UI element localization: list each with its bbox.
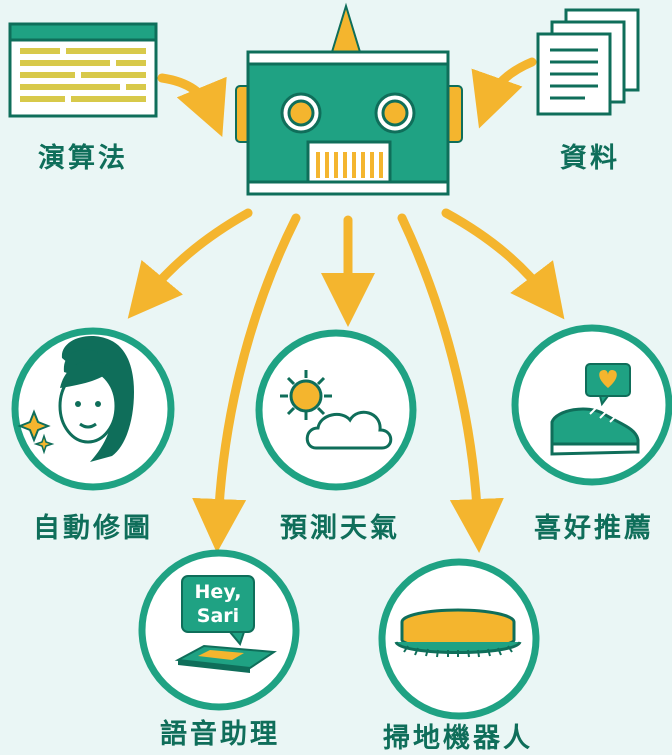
algorithm-label: 演算法 [38, 143, 128, 174]
voice-bubble-line2: Sari [197, 605, 239, 627]
voice-assistant-circle: Hey, Sari [138, 549, 300, 711]
algorithm-icon [8, 22, 158, 118]
arrow-to-photo-retouch [127, 208, 253, 319]
weather-forecast-label: 預測天氣 [280, 513, 400, 544]
robot-icon [235, 2, 463, 196]
photo-retouch-label: 自動修圖 [33, 513, 153, 544]
arrow-to-robot-vacuum [397, 213, 504, 553]
preference-recommendation-label: 喜好推薦 [534, 513, 654, 544]
data-documents-icon [536, 8, 640, 116]
robot-vacuum-circle [378, 558, 540, 720]
robot-vacuum-label: 掃地機器人 [383, 723, 533, 754]
preference-recommendation-circle [511, 324, 672, 486]
photo-retouch-circle [11, 327, 175, 491]
voice-assistant-label: 語音助理 [160, 719, 280, 750]
voice-bubble-line1: Hey, [195, 581, 242, 603]
arrow-to-preference-recommendation [441, 208, 565, 320]
weather-forecast-circle [255, 329, 417, 491]
arrow-to-voice-assistant [192, 213, 301, 553]
algorithm-to-robot-arrow [157, 73, 227, 137]
data-label: 資料 [560, 143, 620, 174]
data-to-robot-arrow [471, 57, 537, 129]
